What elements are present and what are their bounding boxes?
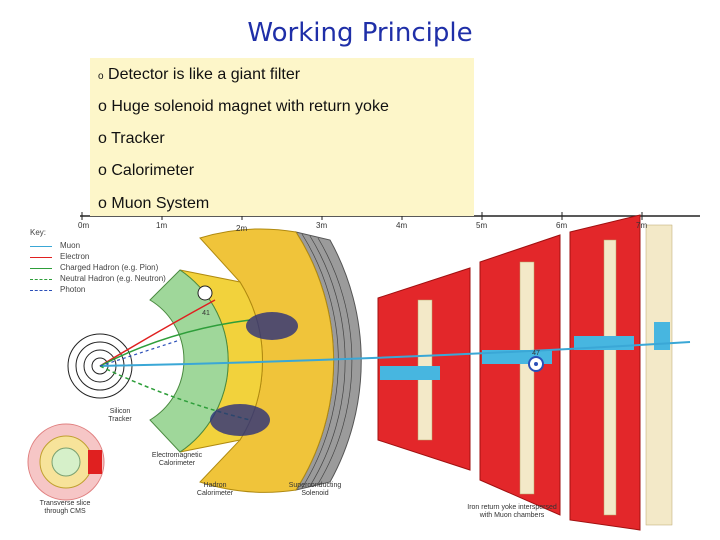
axis-tick-1m: 1m [156,221,168,230]
bullet-calorimeter: o Calorimeter [98,162,194,180]
bullet-mark: o [98,71,104,82]
bullet-mark: o [98,130,107,147]
diagram-legend: Key: Muon Electron Charged Hadron (e.g. … [30,228,166,296]
bullet-muon-system: o Muon System [98,195,209,213]
bullet-list: o Detector is like a giant filter o Huge… [90,58,474,216]
bullet-text: Muon System [111,195,210,212]
bullet-mark: o [98,162,107,179]
slide-title: Working Principle [247,18,473,48]
legend-key-title: Key: [30,228,47,237]
label-particle-b: 47 [532,350,540,357]
legend-label: Electron [60,252,90,261]
label-hcal: Hadron Calorimeter [196,482,234,497]
tracker-band [149,269,229,453]
legend-label: Charged Hadron (e.g. Pion) [60,263,159,272]
bullet-solenoid: o Huge solenoid magnet with return yoke [98,98,389,116]
bullet-text: Detector is like a giant filter [108,66,301,83]
bullet-tracker: o Tracker [98,130,165,148]
legend-item-photon: Photon [30,285,85,296]
axis-tick-6m: 6m [556,221,568,230]
legend-item-neutral-hadron: Neutral Hadron (e.g. Neutron) [30,274,166,285]
axis-tick-7m: 7m [636,221,648,230]
label-iron-yoke: Iron return yoke interspersed with Muon … [467,504,557,519]
legend-label: Neutral Hadron (e.g. Neutron) [60,274,166,283]
axis-tick-0m: 0m [78,221,90,230]
legend-label: Photon [60,285,86,294]
legend-item-muon: Muon [30,241,80,252]
label-silicon-tracker: Silicon Tracker [108,408,132,423]
bullet-text: Calorimeter [111,162,195,179]
legend-item-charged-hadron: Charged Hadron (e.g. Pion) [30,263,158,274]
transverse-slice-thumbnail [27,423,105,501]
label-particle-a: 41 [202,310,210,317]
label-solenoid: Superconducting Solenoid [288,482,342,497]
label-transverse-slice: Transverse slice through CMS [39,500,91,515]
label-ecal: Electromagnetic Calorimeter [151,452,203,467]
axis-tick-2m: 2m [236,224,248,233]
bullet-text: Tracker [111,130,165,147]
bullet-detector-filter: o Detector is like a giant filter [98,66,300,84]
axis-tick-4m: 4m [396,221,408,230]
axis-tick-5m: 5m [476,221,488,230]
legend-label: Muon [60,241,81,250]
axis-tick-3m: 3m [316,221,328,230]
legend-item-electron: Electron [30,252,89,263]
bullet-text: Huge solenoid magnet with return yoke [111,98,389,115]
bullet-mark: o [98,195,107,212]
bullet-mark: o [98,98,107,115]
